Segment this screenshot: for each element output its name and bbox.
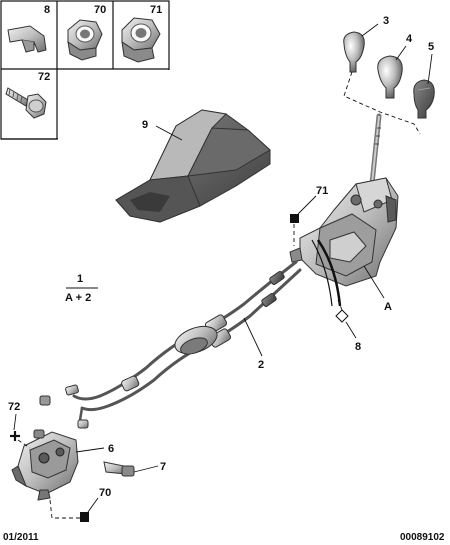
- inset-label-71: 71: [150, 4, 162, 16]
- callout-5: 5: [428, 41, 434, 53]
- nut-70-marker: [80, 512, 89, 522]
- shifter-housing-icon: [289, 177, 399, 287]
- footer-date: 01/2011: [3, 532, 39, 543]
- leader-72: [13, 413, 17, 431]
- leader-a: [363, 265, 385, 299]
- nut-70-dashed-line: [49, 499, 80, 519]
- leader-4: [395, 45, 407, 61]
- nut-71-icon: [121, 17, 161, 63]
- gear-lever-icon: [369, 113, 382, 187]
- legend-block: 1 A + 2: [65, 273, 98, 304]
- screw-72-marker: [10, 431, 20, 441]
- bolt-72-icon: [5, 87, 47, 119]
- callout-8: 8: [355, 341, 361, 353]
- callout-6: 6: [108, 443, 114, 455]
- nut-70-icon: [67, 19, 103, 61]
- callout-7: 7: [160, 461, 166, 473]
- legend-bottom: A + 2: [65, 292, 91, 304]
- gear-knob-4-icon: [377, 55, 403, 99]
- leader-9: [155, 125, 183, 141]
- callout-71: 71: [316, 185, 328, 197]
- callout-a: A: [384, 301, 392, 313]
- callout-3: 3: [383, 15, 389, 27]
- gear-knob-5-icon: [413, 79, 435, 119]
- cable-sleeve-black: [316, 239, 342, 307]
- leader-70: [87, 497, 99, 513]
- clip-8-marker: [335, 309, 349, 323]
- nut-71-marker: [290, 214, 299, 223]
- callout-70: 70: [99, 487, 111, 499]
- gear-knob-3-icon: [343, 31, 365, 73]
- leader-2: [243, 317, 263, 357]
- leader-3: [361, 23, 379, 37]
- callout-9: 9: [142, 119, 148, 131]
- leader-71: [297, 195, 317, 215]
- clip-part-icon: [7, 25, 47, 53]
- callout-72: 72: [8, 401, 20, 413]
- inset-label-8: 8: [44, 4, 50, 16]
- inset-label-72: 72: [38, 71, 50, 83]
- legend-top: 1: [77, 273, 83, 285]
- gear-cables-icon: [39, 260, 302, 429]
- inset-label-70: 70: [94, 4, 106, 16]
- callout-4: 4: [406, 33, 413, 45]
- gear-cover-9-icon: [115, 109, 271, 223]
- leader-7: [133, 465, 159, 473]
- knob-assembly-dashed-line: [343, 71, 421, 135]
- leader-5: [427, 53, 433, 85]
- callout-2: 2: [258, 359, 264, 371]
- leader-6: [75, 447, 105, 453]
- clip-7-icon: [103, 461, 135, 477]
- footer-code: 00089102: [400, 532, 445, 543]
- inset-grid: 8 70 71 72: [0, 0, 170, 140]
- gearbox-bracket-6-icon: [11, 429, 79, 501]
- leader-8: [345, 321, 357, 339]
